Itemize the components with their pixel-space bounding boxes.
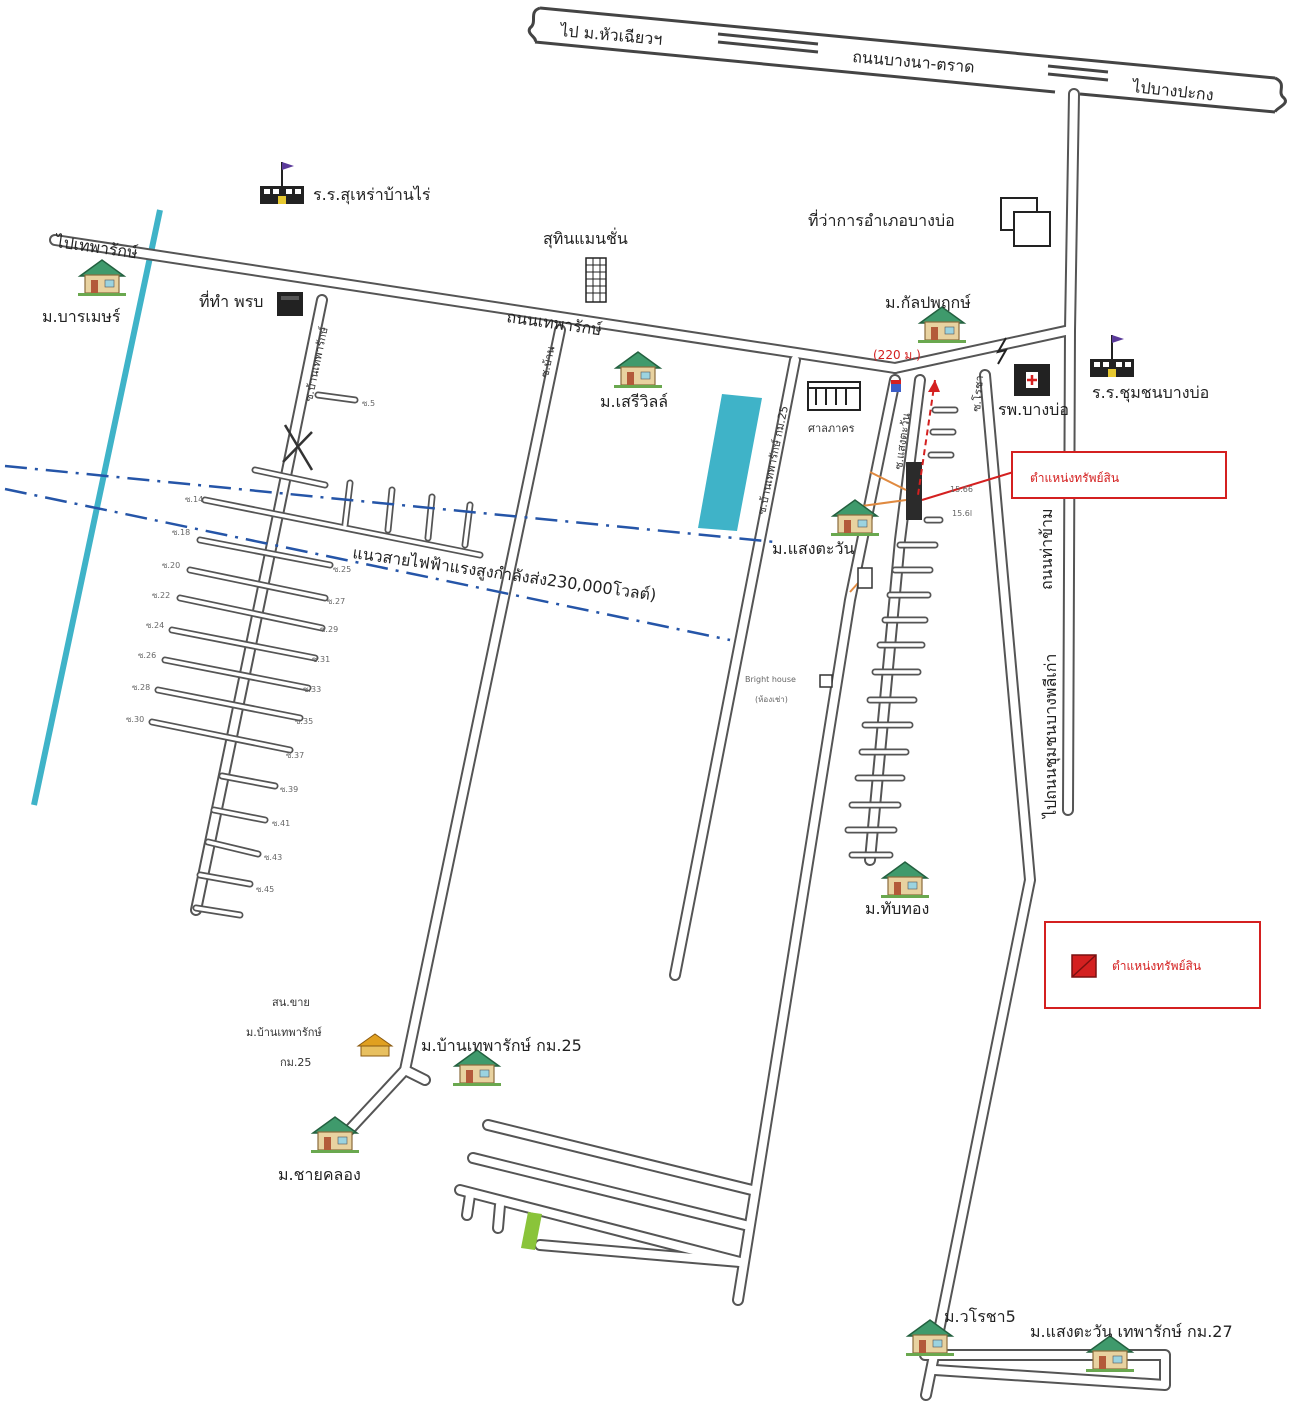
house-icon-serivilla (613, 351, 663, 389)
house-icon-kanlapaphruek (917, 306, 967, 344)
label-moo-thepharak-25-left: ม.บ้านเทพารักษ์ (246, 1026, 322, 1039)
lot-number: ซ.20 (162, 561, 180, 570)
lot-number: ซ.45 (256, 885, 274, 894)
bright-house-icon (819, 674, 833, 688)
label-bright-house-sub: (ห้องเช่า) (755, 695, 788, 704)
label-to-bang-phli: ไปเทพารักษ์ (52, 232, 139, 263)
saengtawan-soi-ladder (844, 406, 959, 859)
lot-number: ซ.29 (320, 625, 338, 634)
label-moo-kanlapaphruek: ม.กัลปพฤกษ์ (885, 293, 971, 312)
legend: ตำแหน่งทรัพย์สิน (1044, 921, 1261, 1009)
label-moo-serivilla: ม.เสรีวิลล์ (600, 392, 668, 411)
lot-label-b: 15.6l (952, 509, 972, 518)
property-callout: ตำแหน่งทรัพย์สิน (1011, 451, 1227, 499)
label-moo-worasa5: ม.วโรชา5 (944, 1307, 1016, 1326)
court-icon (807, 381, 861, 411)
house-icon-baramee (77, 259, 127, 297)
label-police: สน.ขาย (272, 996, 310, 1009)
lot-number: ซ.39 (280, 785, 298, 794)
label-hospital: รพ.บางบ่อ (998, 400, 1069, 419)
label-moo-chai-khlong: ม.ชายคลอง (278, 1165, 361, 1184)
small-flag-icon (891, 380, 901, 392)
school-icon-community (1089, 334, 1135, 378)
lot-label-a: 15.66 (950, 485, 973, 494)
house-icon-thapthong (880, 861, 930, 899)
police-house-icon (356, 1033, 394, 1057)
lot-number: ซ.43 (264, 853, 282, 862)
lot-number: ซ.24 (146, 621, 164, 630)
callout-property-label: ตำแหน่งทรัพย์สิน (1030, 471, 1119, 485)
label-moo-thepharak-25: ม.บ้านเทพารักษ์ กม.25 (421, 1036, 582, 1055)
label-soi-right: ซ.โรชา (969, 375, 986, 413)
label-km25-left: กม.25 (280, 1056, 311, 1069)
bangna-trat-road (527, 6, 1287, 114)
left-soi-branches-inner (150, 393, 482, 917)
cross-mark (282, 424, 314, 471)
lot-number: ซ.26 (138, 651, 156, 660)
school-icon (259, 161, 305, 205)
label-court: ศาลภาคร (808, 422, 855, 435)
pond (698, 394, 762, 531)
legend-property-label: ตำแหน่งทรัพย์สิน (1112, 959, 1201, 973)
lot-number: ซ.33 (303, 685, 321, 694)
lot-number: ซ.37 (286, 751, 304, 760)
label-moo-baramee: ม.บารเมษร์ (42, 307, 121, 326)
property-marker: 15.66 15.6l (849, 379, 1021, 593)
label-suthin: สุทินแมนชั่น (543, 227, 628, 249)
label-school-community: ร.ร.ชุมชนบางบ่อ (1092, 383, 1209, 403)
label-moo-saengtawan: ม.แสงตะวัน (772, 539, 854, 558)
lot-number: ซ.28 (132, 683, 150, 692)
road-network (49, 88, 1171, 1401)
house-icon-thepharak-25 (452, 1049, 502, 1087)
saengtawan-soi-ladder-inner (846, 408, 957, 857)
lot-number: ซ.18 (172, 528, 190, 537)
label-moo-saengtawan-27: ม.แสงตะวัน เทพารักษ์ กม.27 (1030, 1322, 1233, 1341)
lot-number-labels: ซ.14 ซ.18 ซ.20 ซ.22 ซ.24 ซ.26 ซ.28 ซ.30 … (126, 399, 375, 894)
lot-number: ซ.22 (152, 591, 170, 600)
lot-number: ซ.14 (185, 495, 203, 504)
lot-number: ซ.41 (272, 819, 290, 828)
lightning-icon (995, 337, 1009, 365)
house-icon-saengtawan-27 (1085, 1335, 1135, 1373)
label-bangna-trat: ถนนบางนา-ตราด (852, 47, 976, 77)
green-plot (521, 1212, 542, 1250)
label-school-suksa: ร.ร.สุเหร่าบ้านไร่ (313, 185, 431, 205)
lot-number: ซ.31 (312, 655, 330, 664)
lot-number: ซ.5 (362, 399, 375, 408)
small-box-icon (857, 567, 873, 589)
label-pea-office: ที่ทำ พรบ (199, 290, 263, 311)
power-line (4, 464, 776, 642)
hospital-icon (1014, 364, 1050, 396)
apartment-icon (585, 257, 607, 303)
label-bright-house: Bright house (745, 675, 796, 684)
label-to-mahawat: ไปถนนชุมชนบางพลีเก่า (1041, 654, 1061, 820)
label-distance: (220 ม.) (873, 348, 921, 362)
lot-number: ซ.30 (126, 715, 144, 724)
lot-number: ซ.25 (333, 565, 351, 574)
lot-number: ซ.35 (295, 717, 313, 726)
label-moo-thapthong: ม.ทับทอง (865, 899, 929, 918)
label-district-office: ที่ว่าการอำเภอบางบ่อ (808, 209, 955, 230)
district-office-icon (1000, 197, 1051, 247)
lot-number: ซ.27 (327, 597, 345, 606)
office-building-icon (277, 292, 303, 316)
label-tha-kham-road: ถนนท่าข้าม (1037, 508, 1056, 590)
property-marker-icon (1071, 954, 1097, 978)
